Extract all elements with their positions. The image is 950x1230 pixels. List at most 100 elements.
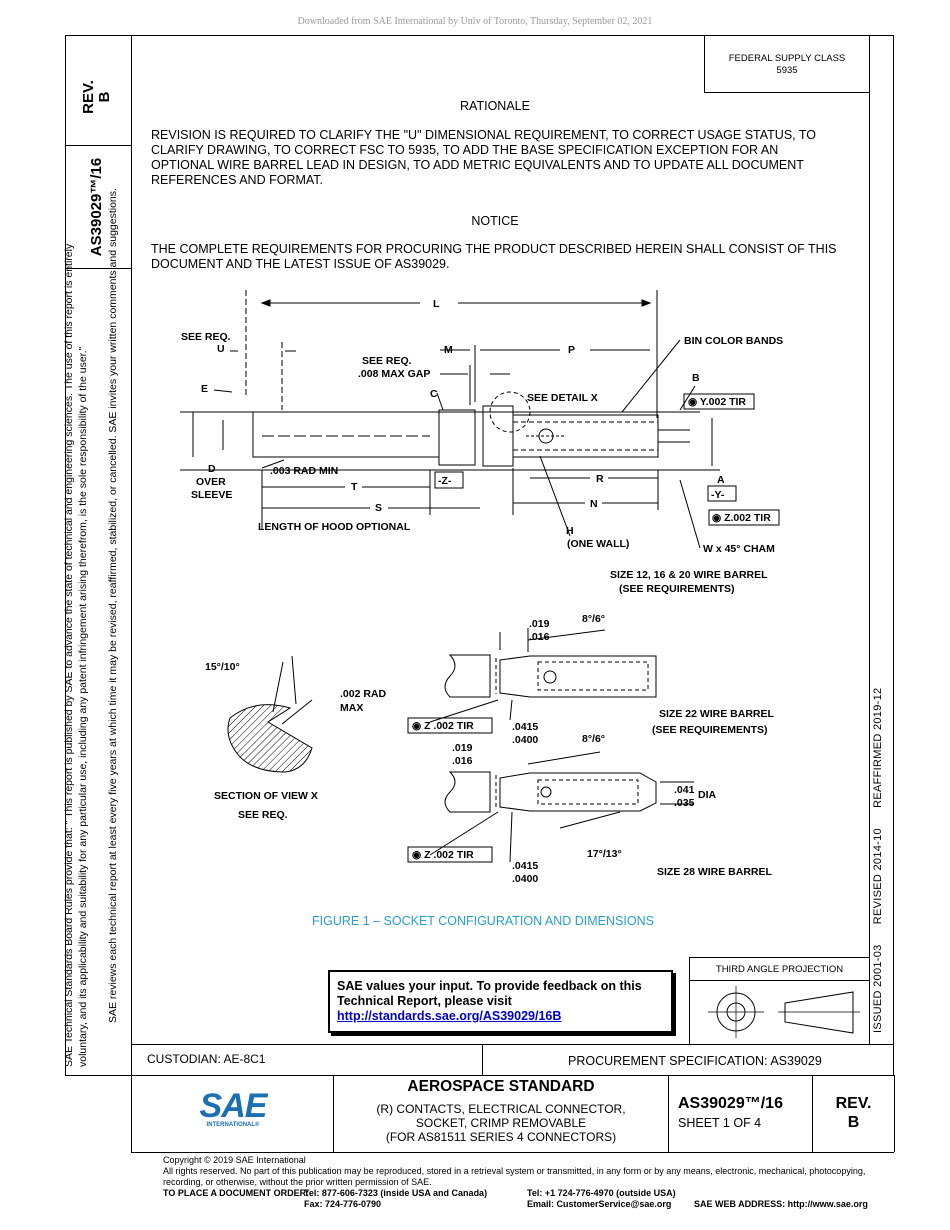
see-requirements-1: (SEE REQUIREMENTS) (619, 583, 735, 595)
footer: Copyright © 2019 SAE International All r… (163, 1155, 903, 1188)
max-label: MAX (340, 702, 363, 714)
angle-8-6-a: 8°/6° (582, 613, 605, 625)
size-22-label: SIZE 22 WIRE BARREL (659, 708, 775, 720)
projection-symbol (708, 986, 860, 1038)
title-left (131, 1044, 132, 1152)
left-doc-number: AS39029™/16 (88, 157, 105, 257)
notice-text: THE COMPLETE REQUIREMENTS FOR PROCURING … (151, 242, 837, 271)
dim-T: T (351, 481, 358, 493)
left-legal-text-2: SAE reviews each technical report at lea… (107, 188, 119, 1023)
title-sep-2 (333, 1075, 334, 1152)
dim-P: P (568, 344, 575, 356)
fax: Fax: 724-776-0790 (304, 1199, 382, 1209)
angle-15-10: 15°/10° (205, 661, 240, 673)
dim-016-b: .016 (452, 755, 473, 767)
dim-0415-a: .0415 (512, 721, 538, 733)
bin-color-bands-label: BIN COLOR BANDS (684, 335, 783, 347)
desc-line3: (FOR AS81511 SERIES 4 CONNECTORS) (385, 1130, 617, 1144)
dim-E: E (201, 383, 208, 395)
sae-logo: SAE INTERNATIONAL® (195, 1087, 271, 1128)
rad-002-label: .002 RAD (340, 688, 387, 700)
dim-L: L (433, 298, 440, 310)
see-requirements-2: (SEE REQUIREMENTS) (652, 724, 768, 736)
title-rev-value: B (847, 1114, 860, 1131)
hood-optional-label: LENGTH OF HOOD OPTIONAL (258, 521, 411, 533)
projection-box: THIRD ANGLE PROJECTION (689, 957, 870, 1044)
left-strip-sep-1 (65, 145, 131, 146)
title-sep-row (131, 1075, 894, 1076)
sae-logo-text: SAE (199, 1087, 268, 1125)
desc-line2: SOCKET, CRIMP REMOVABLE (415, 1116, 587, 1130)
projection-sep (690, 980, 870, 981)
see-req-gap-label: SEE REQ. (362, 355, 412, 367)
dim-B: B (692, 372, 700, 384)
order-label: TO PLACE A DOCUMENT ORDER: (163, 1188, 310, 1198)
custodian: CUSTODIAN: AE-8C1 (147, 1052, 266, 1066)
dia-label: DIA (698, 789, 717, 801)
max-gap-label: .008 MAX GAP (358, 368, 430, 380)
order-phone-block: Tel: 877-606-7323 (inside USA and Canada… (304, 1188, 487, 1210)
z-tir-label: ◉ Z.002 TIR (712, 512, 771, 524)
right-strip-divider (869, 35, 870, 1044)
dim-041: .041 (674, 784, 695, 796)
datum-y: -Y- (711, 489, 725, 501)
legal-line2: voluntary, and its applicability and sui… (77, 346, 89, 1067)
federal-supply-box: FEDERAL SUPPLY CLASS 5935 (704, 35, 869, 93)
datum-z: -Z- (438, 475, 452, 487)
right-strip-dates: ISSUED 2001-03 REVISED 2014-10 REAFFIRME… (872, 593, 886, 1033)
left-rev-block: REV. B (80, 57, 115, 137)
fsc-line2: 5935 (776, 65, 798, 76)
one-wall-label: (ONE WALL) (567, 538, 629, 550)
email: Email: CustomerService@sae.org (527, 1199, 672, 1209)
copyright: Copyright © 2019 SAE International (163, 1155, 306, 1165)
dim-0400-a: .0400 (512, 734, 538, 746)
over-label: OVER (196, 476, 226, 488)
rationale-title: RATIONALE (460, 99, 530, 113)
sheet-number: SHEET 1 OF 4 (678, 1116, 762, 1130)
section-view-x-label: SECTION OF VIEW X (214, 790, 318, 802)
title-sep-1 (482, 1044, 483, 1076)
chamfer-label: W x 45° CHAM (703, 543, 775, 555)
dim-M: M (444, 344, 453, 356)
tel-intl: Tel: +1 724-776-4970 (outside USA) (527, 1188, 676, 1198)
title-rev: REV. B (813, 1094, 894, 1132)
title-rev-label: REV. (835, 1095, 872, 1112)
feedback-line2: Technical Report, please visit (337, 994, 512, 1008)
y-tir-label: ◉ Y.002 TIR (688, 396, 746, 408)
dim-A: A (717, 474, 725, 486)
fsc-line1: FEDERAL SUPPLY CLASS (728, 53, 846, 64)
title-sep-4 (812, 1075, 813, 1152)
dim-R: R (596, 473, 604, 485)
desc-line1: (R) CONTACTS, ELECTRICAL CONNECTOR, (376, 1102, 626, 1116)
dim-0415-b: .0415 (512, 860, 538, 872)
dim-N: N (590, 498, 598, 510)
feedback-line1: SAE values your input. To provide feedba… (337, 979, 642, 993)
figure-caption: FIGURE 1 – SOCKET CONFIGURATION AND DIME… (312, 914, 654, 928)
title-right (894, 1075, 895, 1152)
rights-line1: All rights reserved. No part of this pub… (163, 1166, 866, 1176)
see-req-section: SEE REQ. (238, 809, 288, 821)
sleeve-label: SLEEVE (191, 489, 232, 501)
revised-date: REVISED 2014-10 (872, 828, 884, 925)
left-strip-sep-2 (65, 268, 131, 269)
size-28-label: SIZE 28 WIRE BARREL (657, 866, 773, 878)
angle-17-13: 17°/13° (587, 848, 622, 860)
feedback-link[interactable]: http://standards.sae.org/AS39029/16B (337, 1009, 562, 1023)
title-description: (R) CONTACTS, ELECTRICAL CONNECTOR, SOCK… (334, 1102, 668, 1144)
dim-016-a: .016 (529, 631, 550, 643)
download-watermark: Downloaded from SAE International by Uni… (297, 16, 653, 27)
see-detail-x-label: SEE DETAIL X (527, 392, 598, 404)
reaffirmed-date: REAFFIRMED 2019-12 (872, 687, 884, 808)
dim-019-a: .019 (529, 618, 550, 630)
dim-0400-b: .0400 (512, 873, 538, 885)
title-block-row1 (131, 1044, 894, 1076)
dim-D: D (208, 463, 216, 475)
title-doc-number: AS39029™/16 (678, 1095, 783, 1112)
size-12-label: SIZE 12, 16 & 20 WIRE BARREL (610, 569, 768, 581)
z-tir-28: ◉ Z .002 TIR (412, 849, 474, 861)
tel-us: Tel: 877-606-7323 (inside USA and Canada… (304, 1188, 488, 1198)
left-legal-text-1: SAE Technical Standards Board Rules prov… (62, 244, 104, 1067)
order-intl-block: Tel: +1 724-776-4970 (outside USA) Email… (527, 1188, 676, 1210)
left-rev-label: REV. (80, 80, 97, 114)
see-req-u-label: SEE REQ. (181, 331, 231, 343)
